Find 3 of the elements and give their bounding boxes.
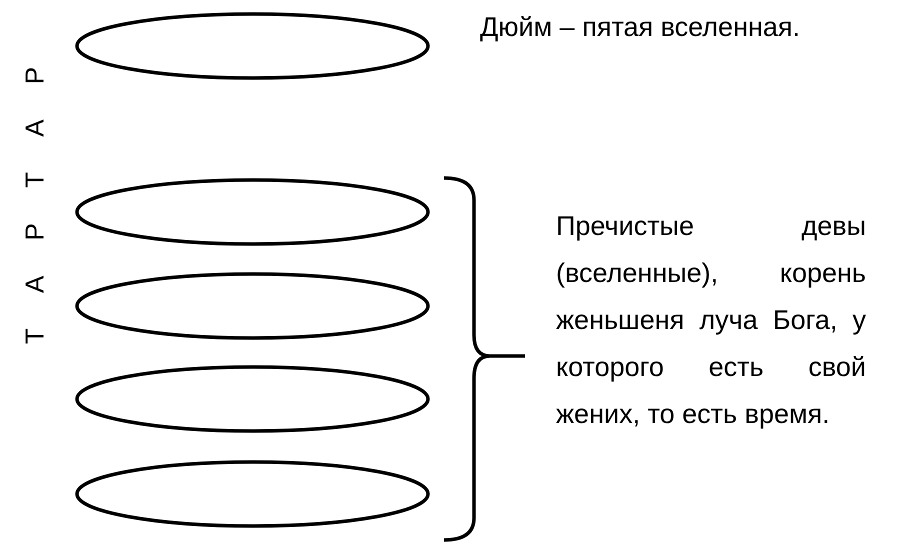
description-paragraph: Пречистые девы (вселенные), корень женьшеня луча Бога, у которого есть свой жених, то есть время. [556,210,866,431]
vertical-heading: Т А Р Т А Р [20,66,50,346]
caption-text: Дюйм – пятая вселенная. [480,12,800,43]
